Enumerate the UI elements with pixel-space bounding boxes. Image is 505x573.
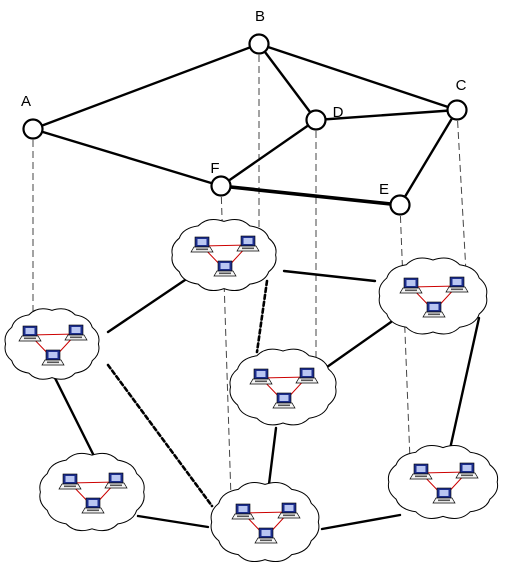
virtual-link-b-c <box>257 42 459 112</box>
physical-link-c6-c7 <box>320 513 402 531</box>
physical-link-c1-c6 <box>106 363 214 508</box>
virtual-node-a: A <box>21 93 44 140</box>
node-label: A <box>21 93 31 110</box>
laptop-icon <box>231 503 255 520</box>
virtual-link-c-e <box>398 108 459 207</box>
physical-clouds <box>4 218 499 563</box>
node-label: F <box>210 160 219 177</box>
node-label: E <box>379 181 389 198</box>
physical-link-c1-c2 <box>106 278 187 334</box>
virtual-node-c: C <box>446 77 468 121</box>
physical-links <box>50 269 481 531</box>
laptop-icon <box>409 463 433 480</box>
cloud-c3 <box>378 257 488 335</box>
laptop-icon <box>272 392 296 409</box>
laptop-icon <box>399 277 423 294</box>
node-circle <box>248 33 270 55</box>
laptop-icon <box>249 368 273 385</box>
laptop-icon <box>236 235 260 252</box>
node-label: D <box>333 104 344 121</box>
physical-link-c2-c4 <box>255 279 269 354</box>
laptop-icon <box>432 487 456 504</box>
virtual-node-f: F <box>210 160 232 197</box>
laptop-icon <box>254 527 278 544</box>
laptop-icon <box>213 260 237 277</box>
node-circle <box>22 118 44 140</box>
virtual-link-a-f <box>31 127 223 188</box>
cloud-c6 <box>210 481 320 563</box>
virtual-links <box>31 42 459 207</box>
cloud-c4 <box>229 348 337 426</box>
host-triangle-links <box>68 481 118 508</box>
physical-link-c5-c6 <box>136 514 210 529</box>
virtual-link-a-b <box>31 42 261 131</box>
virtual-node-b: B <box>248 8 270 55</box>
node-circle <box>305 109 327 131</box>
node-label: B <box>255 8 265 25</box>
laptop-icon <box>41 349 65 366</box>
projection-line-e <box>399 204 411 461</box>
node-label: C <box>456 77 467 94</box>
laptop-icon <box>277 502 301 519</box>
physical-link-c1-c5 <box>50 370 99 464</box>
cloud-c5 <box>39 452 145 532</box>
virtual-node-d: D <box>305 104 344 131</box>
host-triangle-links <box>409 285 459 312</box>
node-circle <box>446 99 468 121</box>
laptop-icon <box>190 236 214 253</box>
laptop-icon <box>445 276 469 293</box>
projection-lines <box>32 44 467 499</box>
physical-link-c3-c4 <box>325 320 393 369</box>
node-circle <box>210 175 232 197</box>
laptop-icon <box>64 324 88 341</box>
virtual-nodes: A B C D E F <box>21 8 468 216</box>
host-triangle-links <box>28 333 78 360</box>
cloud-c1 <box>4 308 100 380</box>
host-triangle-links <box>241 511 291 538</box>
laptop-icon <box>58 473 82 490</box>
projection-line-c <box>456 109 467 273</box>
virtual-link-d-c <box>314 108 459 122</box>
laptop-icon <box>81 497 105 514</box>
laptop-icon <box>422 301 446 318</box>
laptop-icon <box>18 325 42 342</box>
node-circle <box>389 194 411 216</box>
host-triangle-links <box>419 471 469 498</box>
laptop-icon <box>104 472 128 489</box>
virtual-node-e: E <box>379 181 411 216</box>
projection-line-f <box>220 185 232 499</box>
laptop-icon <box>295 367 319 384</box>
physical-link-c2-c3 <box>282 269 377 283</box>
cloud-c2 <box>171 218 277 292</box>
physical-link-c3-c7 <box>448 316 481 451</box>
virtual-link-d-f <box>219 118 318 188</box>
cloud-c7 <box>387 445 499 519</box>
virtual-link-f-e <box>219 184 402 207</box>
virtual-link-b-d <box>257 42 318 122</box>
laptop-icon <box>455 462 479 479</box>
host-triangle-links <box>259 376 309 403</box>
host-triangle-links <box>200 244 250 271</box>
